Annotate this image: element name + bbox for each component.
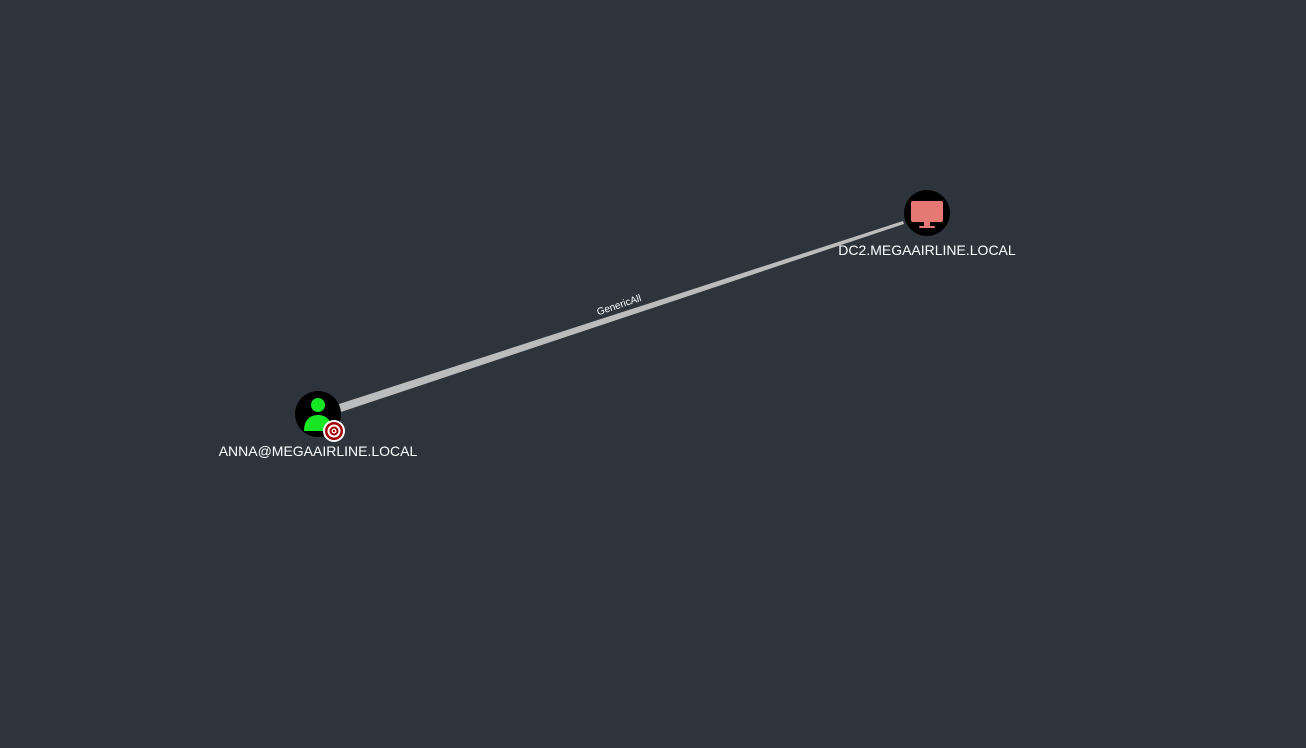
computer-icon: [911, 201, 943, 228]
target-icon: [323, 420, 345, 442]
node-user[interactable]: ANNA@MEGAAIRLINE.LOCAL: [219, 391, 418, 459]
node-computer-label: DC2.MEGAAIRLINE.LOCAL: [838, 242, 1016, 258]
edge-genericall[interactable]: GenericAll: [336, 221, 904, 412]
node-user-label: ANNA@MEGAAIRLINE.LOCAL: [219, 443, 418, 459]
edge-line[interactable]: [336, 221, 904, 412]
node-computer[interactable]: DC2.MEGAAIRLINE.LOCAL: [838, 190, 1016, 258]
